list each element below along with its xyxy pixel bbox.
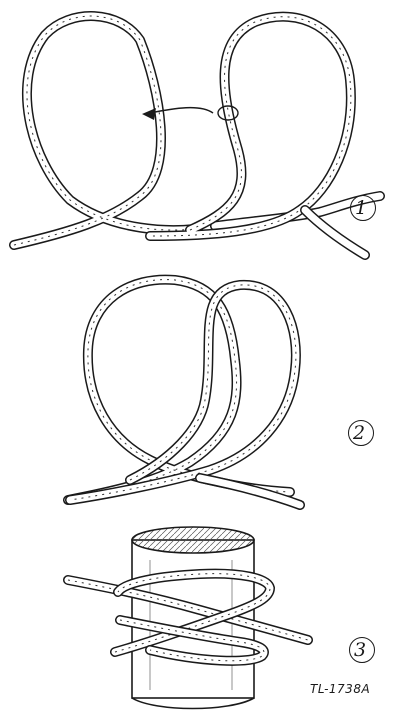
step-3-hitch-on-post — [68, 527, 308, 709]
figure-code: TL-1738A — [310, 682, 370, 696]
step-1-rope — [14, 16, 380, 255]
step-3-label: 3 — [354, 641, 366, 660]
step-2-overlapped-loops — [68, 280, 300, 505]
step-1-label: 1 — [355, 199, 367, 218]
step-1-two-loops — [14, 16, 380, 255]
step-2-label: 2 — [353, 424, 365, 443]
